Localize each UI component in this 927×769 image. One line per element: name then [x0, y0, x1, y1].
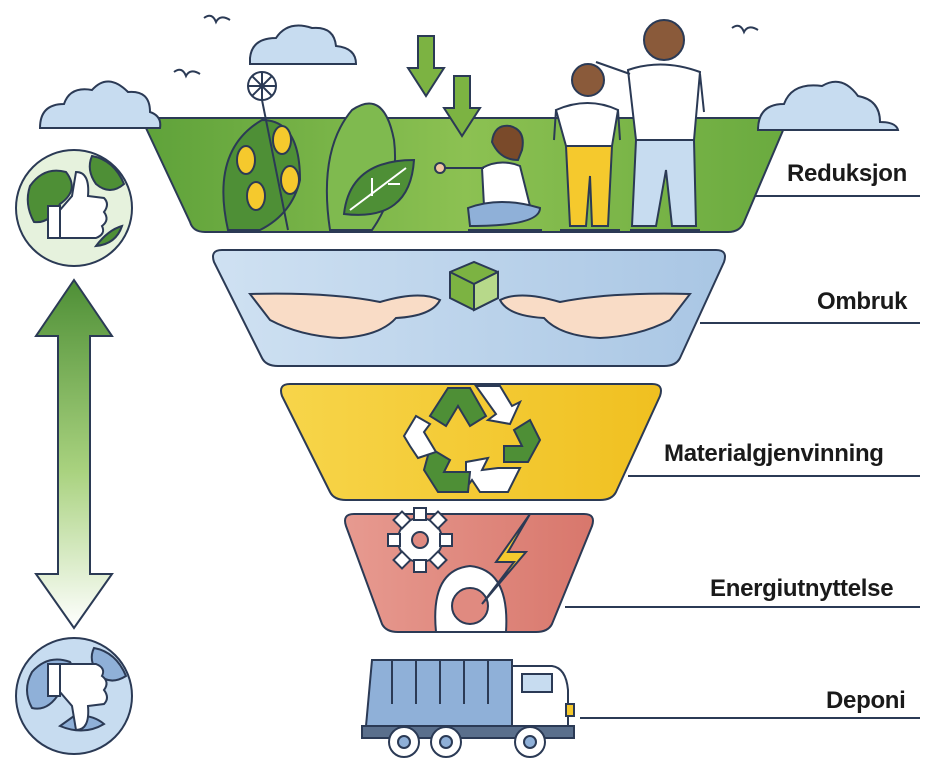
recycle-icon: [402, 385, 542, 493]
globe-thumbs-down-icon: [15, 637, 133, 755]
label-ombruk: Ombruk: [817, 288, 908, 315]
double-arrow-icon: [34, 278, 114, 630]
plant-icon: [222, 71, 416, 231]
garbage-truck-icon: [361, 659, 575, 758]
cloud-icon: [38, 24, 900, 131]
gears-lightning-icon: [387, 507, 531, 633]
hands-holding-cube-icon: [248, 260, 692, 340]
bird-icon: [173, 14, 759, 79]
label-materialgjenvinning: Materialgjenvinning: [664, 440, 884, 467]
label-rules: [565, 195, 920, 719]
family-icon: [434, 19, 705, 231]
level-materialgjenvinning-band: [280, 383, 662, 501]
label-energiutnyttelse: Energiutnyttelse: [710, 575, 894, 602]
label-deponi: Deponi: [826, 687, 906, 714]
arrow-down-icon: [406, 35, 482, 138]
label-reduksjon: Reduksjon: [787, 160, 907, 187]
globe-thumbs-up-icon: [15, 149, 133, 267]
